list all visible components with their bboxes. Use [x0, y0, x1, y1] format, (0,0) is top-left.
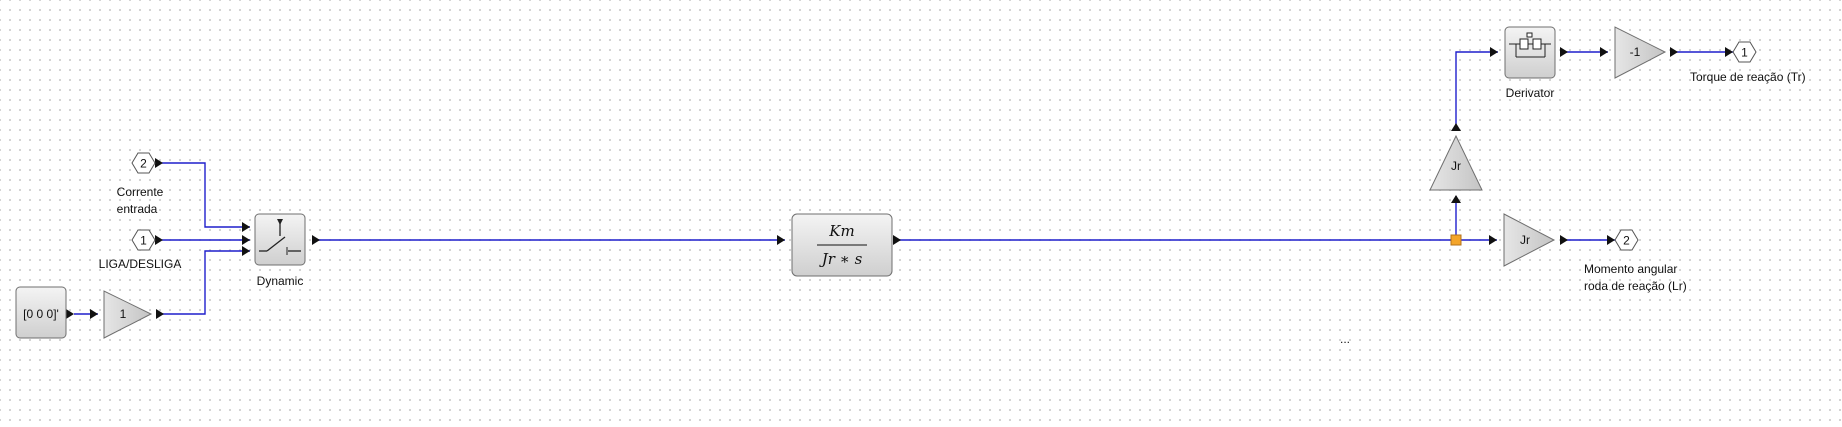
port-arrow [66, 309, 74, 319]
signal-links[interactable] [74, 51, 1733, 315]
output-port-shape [1732, 41, 1757, 63]
switch-icon [259, 219, 301, 255]
output-caption-momento-line2: roda de reação (Lr) [1584, 279, 1687, 293]
derivator-caption: Derivator [1506, 86, 1555, 100]
port-arrow [893, 235, 901, 245]
derivator-icon [1509, 32, 1551, 58]
transfer-numerator: Km [828, 222, 854, 240]
input-caption-liga: LIGA/DESLIGA [99, 257, 182, 271]
gain-triangle [1614, 26, 1667, 79]
gain-block-value: Jr [1451, 159, 1461, 173]
gain-block-value: 1 [120, 307, 127, 321]
input-caption-corrente-line2: entrada [117, 202, 158, 216]
gain-block-value: Jr [1520, 233, 1530, 247]
gain-triangle [1429, 134, 1483, 191]
port-arrow [1490, 47, 1498, 57]
output-port-momento[interactable]: 2 [1614, 229, 1639, 251]
output-port-number: 2 [1623, 234, 1630, 248]
port-arrow [1670, 47, 1678, 57]
port-arrow [90, 309, 98, 319]
port-arrow [1489, 235, 1497, 245]
link-gain-to-switch[interactable] [156, 250, 250, 315]
stray-ellipsis-text: ... [1340, 332, 1350, 346]
derivator-block-body [1504, 26, 1556, 79]
port-arrow [242, 246, 250, 256]
gain-block-value: -1 [1630, 45, 1641, 59]
gain-triangle [1503, 213, 1556, 267]
switch-caption: Dynamic [257, 274, 304, 288]
port-arrow [1560, 235, 1568, 245]
output-port-shape [1614, 229, 1639, 251]
input-port-liga[interactable]: 1 [131, 229, 156, 251]
gain-block-one[interactable]: 1 [103, 290, 153, 339]
transfer-function-block[interactable]: Km Jr ∗ s [791, 213, 893, 277]
input-port-number: 2 [140, 157, 147, 171]
link-corrente-to-switch[interactable] [162, 162, 250, 228]
switch-block-dynamic[interactable] [254, 213, 306, 266]
constant-block[interactable]: [0 0 0]' [15, 286, 67, 339]
gain-triangle [103, 290, 153, 339]
link-arrowheads [66, 47, 1733, 319]
input-caption-corrente-line1: Corrente [117, 185, 164, 199]
constant-block-body [15, 286, 67, 339]
port-arrow [1725, 47, 1733, 57]
port-arrow [1607, 235, 1615, 245]
port-arrow [312, 235, 320, 245]
input-port-shape [131, 229, 156, 251]
output-port-torque[interactable]: 1 [1732, 41, 1757, 63]
gain-block-neg[interactable]: -1 [1614, 26, 1667, 79]
split-point[interactable] [1450, 234, 1462, 246]
input-port-number: 1 [140, 234, 147, 248]
input-port-shape [131, 152, 156, 174]
derivator-block[interactable] [1504, 26, 1556, 79]
port-arrow [156, 309, 164, 319]
port-arrow [155, 235, 163, 245]
constant-block-value: [0 0 0]' [23, 307, 59, 321]
port-arrow [242, 222, 250, 232]
port-arrow [1451, 123, 1461, 131]
gain-block-jr-right[interactable]: Jr [1503, 213, 1556, 267]
port-arrow [155, 158, 163, 168]
output-caption-torque: Torque de reação (Tr) [1690, 70, 1806, 84]
gain-block-jr-up[interactable]: Jr [1429, 134, 1483, 191]
transfer-denominator: Jr ∗ s [819, 250, 863, 268]
port-arrow [777, 235, 785, 245]
port-arrow [1560, 47, 1568, 57]
link-jr-up-to-derivator[interactable] [1455, 51, 1498, 131]
input-port-corrente[interactable]: 2 [131, 152, 156, 174]
port-arrow [1451, 195, 1461, 203]
port-arrow [242, 235, 250, 245]
output-port-number: 1 [1741, 46, 1748, 60]
output-caption-momento-line1: Momento angular [1584, 262, 1677, 276]
port-arrow [1600, 47, 1608, 57]
switch-block-body [254, 213, 306, 266]
